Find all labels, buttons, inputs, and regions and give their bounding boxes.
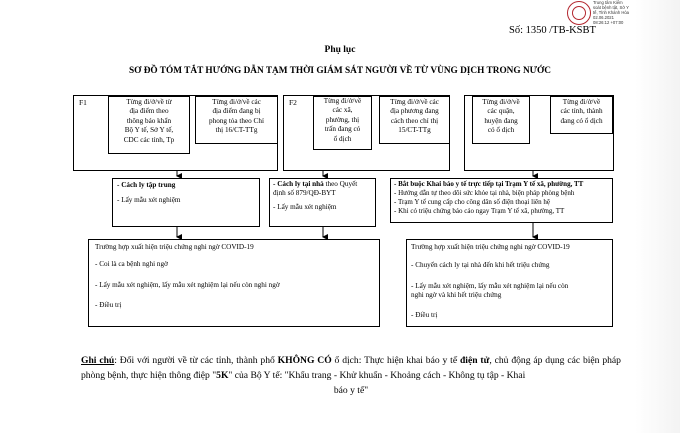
digital-signature-seal: [567, 1, 591, 25]
footnote-label: Ghi chú: [81, 355, 115, 366]
suspect-case-right-box: Trường hợp xuất hiện triệu chứng nghi ng…: [406, 239, 613, 327]
suspect-case-left-box: Trường hợp xuất hiện triệu chứng nghi ng…: [88, 239, 380, 327]
provinces-box: Từng đi/ở/về các tỉnh, thành đang có ổ d…: [550, 96, 613, 134]
page-edge-shadow: [635, 0, 680, 433]
page-title: SƠ ĐỒ TÓM TẮT HƯỚNG DẪN TẠM THỜI GIÁM SÁ…: [128, 66, 552, 76]
digital-signature-text: Trung tâm Kiểm soát bệnh tật, Sở Y tế, T…: [593, 0, 630, 25]
f2-wards-box: Từng đi/ở/về các xã, phường, thị trấn đa…: [313, 96, 372, 150]
f2-label: F2: [289, 98, 297, 107]
f1-lockdown-box: Từng đi/ở/về các địa điểm đang bị phong …: [195, 96, 278, 144]
f2-directive-box: Từng đi/ở/về các địa phương đang cách th…: [379, 96, 450, 144]
f1-emergency-notice-box: Từng đi/ở/về từ địa điểm theo thông báo …: [108, 96, 190, 154]
f1-label: F1: [79, 98, 87, 107]
document-number: Số: 1350 /TB-KSBT: [509, 25, 596, 36]
measure-health-declaration-box: - Bắt buộc Khai báo y tế trực tiếp tại T…: [390, 178, 613, 223]
footnote: Ghi chú: Đối với người về từ các tỉnh, t…: [81, 355, 621, 396]
measure-home-quarantine-box: - Cách ly tại nhà theo Quyết định số 879…: [269, 178, 376, 227]
appendix-heading: Phụ lục: [324, 45, 356, 55]
measure-concentrated-quarantine-box: - Cách ly tập trung - Lấy mẫu xét nghiệm: [112, 178, 260, 227]
districts-box: Từng đi/ở/về các quận, huyện đang có ổ d…: [472, 96, 530, 144]
